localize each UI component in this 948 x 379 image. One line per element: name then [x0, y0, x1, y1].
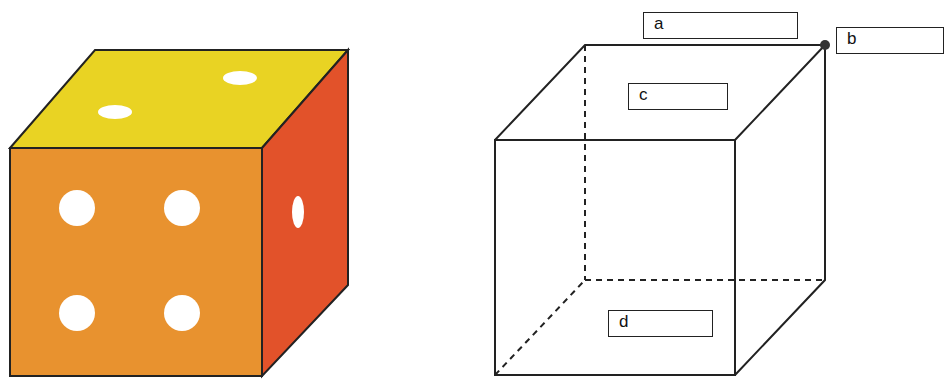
- hidden-edge: [585, 279, 825, 281]
- label-text: b: [837, 28, 943, 49]
- die-dot: [164, 190, 200, 226]
- vertex-dot: [820, 40, 830, 50]
- die-dot: [292, 196, 304, 228]
- label-box: a: [643, 12, 798, 39]
- die-dot: [223, 71, 257, 85]
- label-text: a: [644, 13, 797, 34]
- front-face: [495, 140, 735, 375]
- label-box: d: [608, 310, 713, 337]
- label-box: b: [836, 27, 944, 54]
- die-side: [262, 50, 348, 376]
- die-dot: [98, 105, 132, 119]
- hidden-edge: [495, 280, 585, 375]
- label-text: d: [609, 311, 712, 332]
- hidden-edge: [584, 45, 586, 280]
- wireframe-cube: [495, 45, 825, 375]
- top-edges: [495, 45, 825, 140]
- label-text: c: [629, 84, 727, 105]
- die-dot: [59, 295, 95, 331]
- side-edges: [735, 45, 825, 375]
- die-dot: [164, 295, 200, 331]
- die-dot: [59, 190, 95, 226]
- die-front: [10, 148, 262, 376]
- label-box: c: [628, 83, 728, 110]
